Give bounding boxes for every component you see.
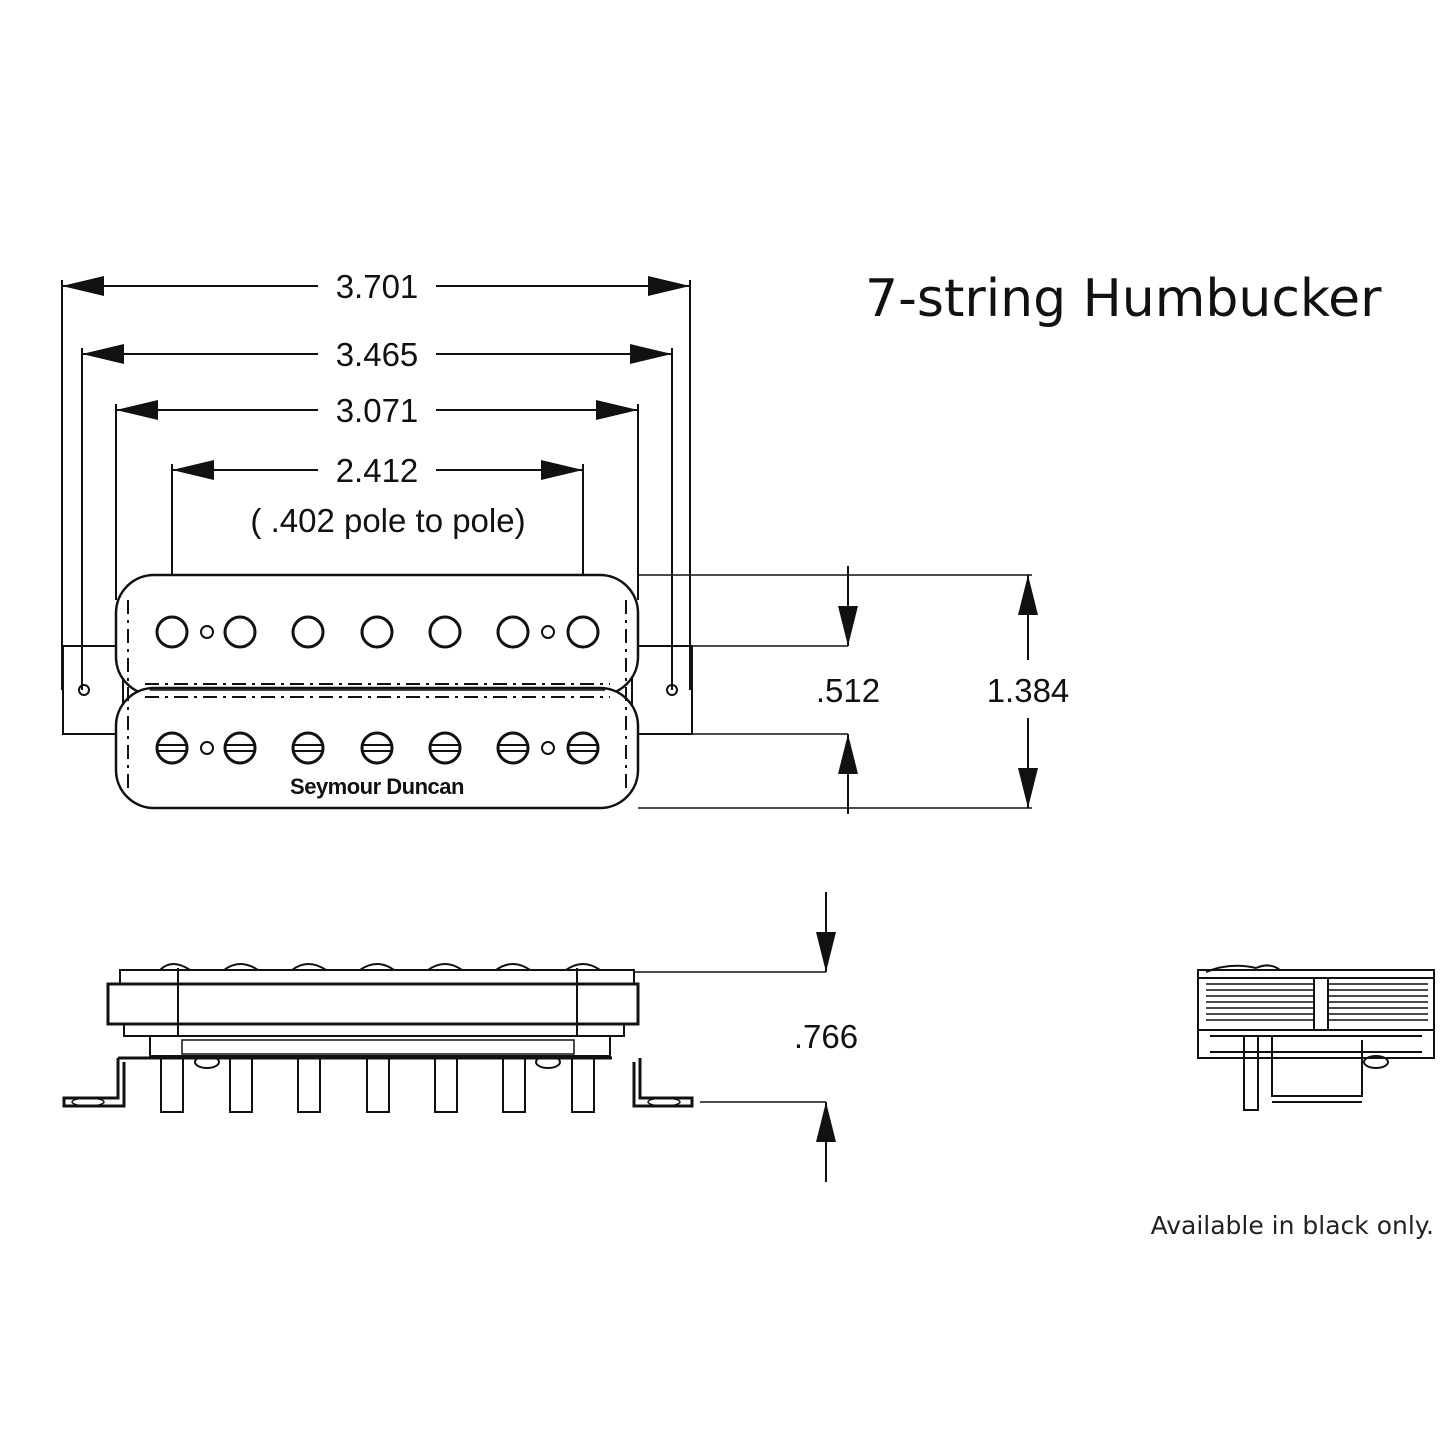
pole-slug — [360, 615, 394, 649]
cover-screw-hole — [541, 625, 555, 639]
pole-screw — [566, 731, 600, 765]
dim-label-mount-hole-spacing: 3.465 — [336, 336, 419, 373]
dimension-height: .766 — [634, 892, 858, 1182]
dim-label-overall-width: 3.701 — [336, 268, 419, 305]
dim-label-cover-width: 3.071 — [336, 392, 419, 429]
pole-screw — [155, 731, 189, 765]
pole-screw — [496, 731, 530, 765]
brand-logo-text: Seymour Duncan — [290, 774, 464, 799]
dim-label-pole-spacing: ( .402 pole to pole) — [250, 502, 525, 539]
availability-note: Available in black only. — [1151, 1211, 1434, 1240]
pickup-end-view — [1197, 964, 1435, 1111]
pole-slug — [291, 615, 325, 649]
pole-screw — [428, 731, 462, 765]
pole-slug — [155, 615, 189, 649]
coil-windings — [1206, 983, 1428, 1021]
pole-screw — [223, 731, 257, 765]
pickup-side-view — [62, 963, 694, 1113]
mounting-tab-left — [62, 645, 124, 735]
pole-slug — [428, 615, 462, 649]
dimension-pole-span: 2.412 ( .402 pole to pole) — [171, 452, 584, 620]
cover-screw-hole — [200, 625, 214, 639]
pole-screw — [360, 731, 394, 765]
cover-screw-hole — [541, 741, 555, 755]
diagram-title: 7-string Humbucker — [865, 269, 1382, 329]
dimension-mount-hole-spacing: 3.465 — [81, 336, 673, 690]
dim-label-overall-length: 1.384 — [987, 672, 1070, 709]
pole-slug — [223, 615, 257, 649]
dim-label-height: .766 — [794, 1018, 858, 1055]
mounting-tab-right — [631, 645, 693, 735]
mount-hole-right — [666, 684, 678, 696]
pole-screw — [291, 731, 325, 765]
pickup-top-view: Seymour Duncan — [62, 573, 693, 810]
pole-slug — [496, 615, 530, 649]
dim-label-coil-spacing: .512 — [816, 672, 880, 709]
coil-bottom — [114, 686, 640, 810]
coil-top — [114, 573, 640, 697]
dim-label-pole-span: 2.412 — [336, 452, 419, 489]
dimension-coil-spacing: .512 — [638, 566, 1032, 814]
cover-screw-hole — [200, 741, 214, 755]
pole-slug — [566, 615, 600, 649]
side-cover — [106, 982, 640, 1026]
dimension-cover-width: 3.071 — [115, 392, 639, 600]
dimension-overall-width: 3.701 — [61, 268, 691, 690]
dimension-overall-length: 1.384 — [987, 575, 1070, 808]
mount-hole-left — [78, 684, 90, 696]
